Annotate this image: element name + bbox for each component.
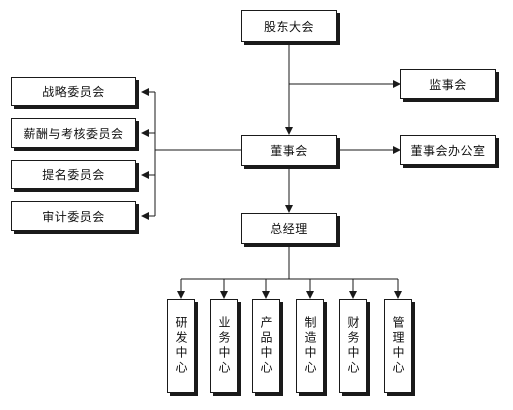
shareholders-meeting-box: 股东大会: [241, 10, 337, 42]
nomination-committee-box: 提名委员会: [11, 160, 136, 189]
board-office-box: 董事会办公室: [400, 135, 496, 165]
manufacturing-center-box: 制造中心: [296, 299, 324, 393]
board-of-directors-box: 董事会: [241, 135, 337, 166]
supervisory-board-box: 监事会: [400, 69, 496, 99]
audit-committee-box: 审计委员会: [11, 201, 136, 231]
rd-center-box: 研发中心: [167, 299, 195, 393]
management-center-box: 管理中心: [384, 299, 412, 393]
strategy-committee-box: 战略委员会: [11, 77, 136, 106]
finance-center-box: 财务中心: [339, 299, 367, 393]
product-center-box: 产品中心: [252, 299, 280, 393]
business-center-box: 业务中心: [210, 299, 238, 393]
compensation-committee-box: 薪酬与考核委员会: [11, 118, 136, 148]
general-manager-box: 总经理: [241, 213, 337, 244]
